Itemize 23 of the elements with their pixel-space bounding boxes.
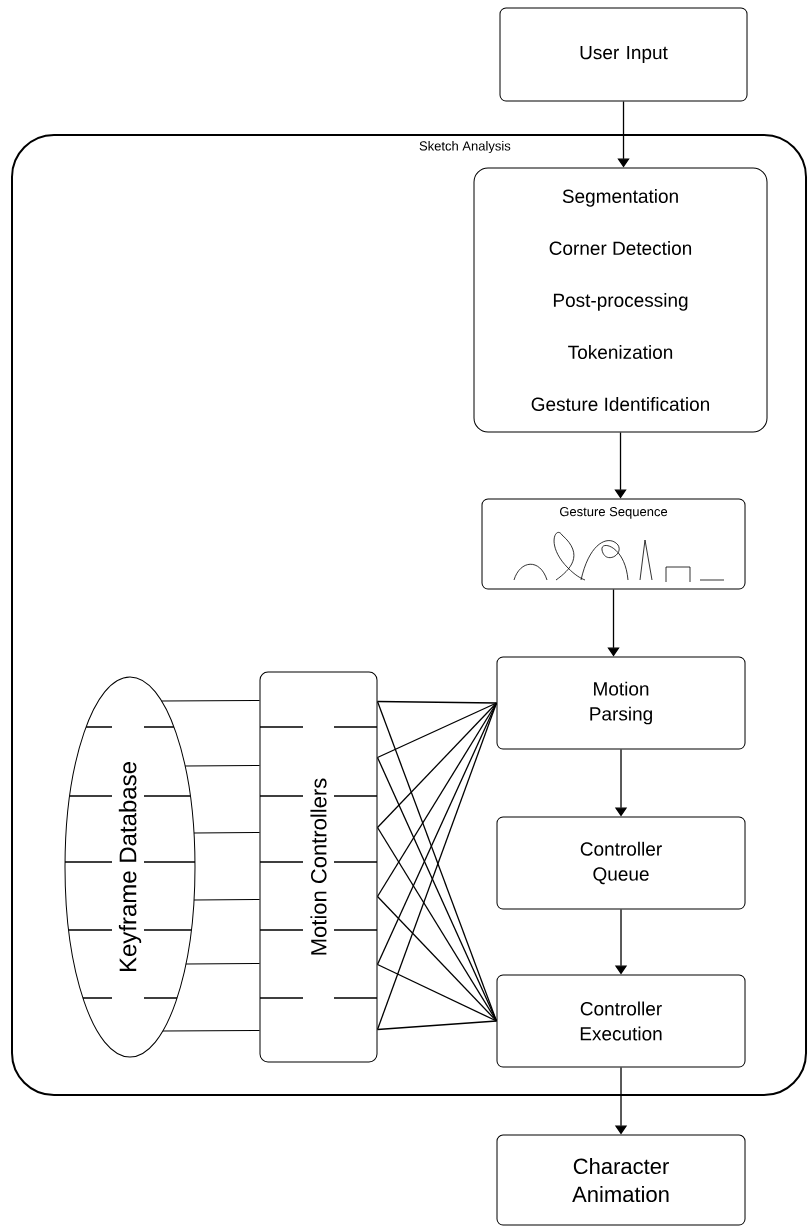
connector-line bbox=[376, 1020, 498, 1031]
connector-line bbox=[376, 826, 498, 1022]
connector-line bbox=[376, 702, 498, 898]
process-box: Segmentation Corner Detection Post-processing Tokenization Gesture Identification bbox=[473, 167, 768, 433]
connector-line bbox=[376, 702, 498, 759]
connector-line bbox=[185, 963, 260, 965]
process-box: Controller Execution bbox=[496, 974, 746, 1068]
controller-column: Motion Controllers bbox=[259, 671, 378, 1063]
process-box: Motion Parsing bbox=[496, 656, 746, 750]
process-box: Controller Queue bbox=[496, 816, 746, 910]
connector-line bbox=[162, 1030, 260, 1032]
connector-line bbox=[376, 895, 498, 1022]
connector-line bbox=[376, 702, 498, 829]
connector-line bbox=[376, 963, 498, 1022]
process-box: User Input bbox=[499, 7, 748, 102]
connector-line bbox=[193, 832, 260, 834]
connector-line bbox=[161, 700, 260, 702]
connector-line bbox=[193, 899, 260, 901]
gesture-box: Gesture Sequence bbox=[481, 498, 746, 590]
connector-line bbox=[376, 700, 498, 704]
connector-line bbox=[376, 756, 498, 1022]
connector-line bbox=[184, 765, 260, 767]
process-box: Character Animation bbox=[496, 1134, 746, 1226]
